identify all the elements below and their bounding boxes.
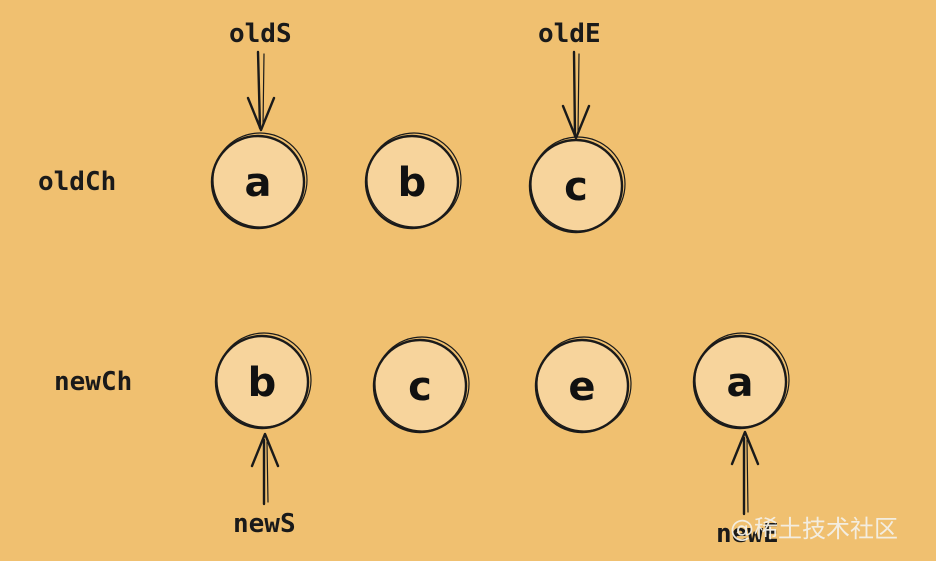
old-node-c-letter: c (564, 164, 588, 210)
new-node-c: c (372, 336, 470, 434)
new-end-pointer: newE (716, 430, 779, 549)
old-children-label: oldCh (38, 167, 116, 197)
new-node-c-letter: c (408, 364, 432, 410)
new-node-a: a (692, 332, 790, 430)
new-start-label: newS (233, 509, 296, 539)
old-node-a: a (210, 132, 308, 230)
old-node-c: c (528, 136, 626, 234)
old-node-a-letter: a (245, 160, 272, 206)
old-start-label: oldS (229, 19, 292, 49)
new-children-label: newCh (54, 367, 132, 397)
old-node-b-letter: b (398, 160, 427, 206)
old-end-pointer: oldE (538, 19, 601, 140)
new-node-b-letter: b (248, 360, 277, 406)
new-node-e: e (534, 336, 632, 434)
new-node-a-letter: a (727, 360, 754, 406)
old-end-label: oldE (538, 19, 601, 49)
new-end-label: newE (716, 519, 779, 549)
new-node-b: b (214, 332, 312, 430)
new-start-pointer: newS (233, 432, 296, 539)
old-node-b: b (364, 132, 462, 230)
new-node-e-letter: e (568, 364, 595, 410)
old-start-arrow-line (256, 50, 262, 130)
old-start-pointer: oldS (229, 19, 292, 132)
old-end-arrow-line (572, 50, 577, 138)
watermark-text: @稀土技术社区 (730, 515, 898, 543)
